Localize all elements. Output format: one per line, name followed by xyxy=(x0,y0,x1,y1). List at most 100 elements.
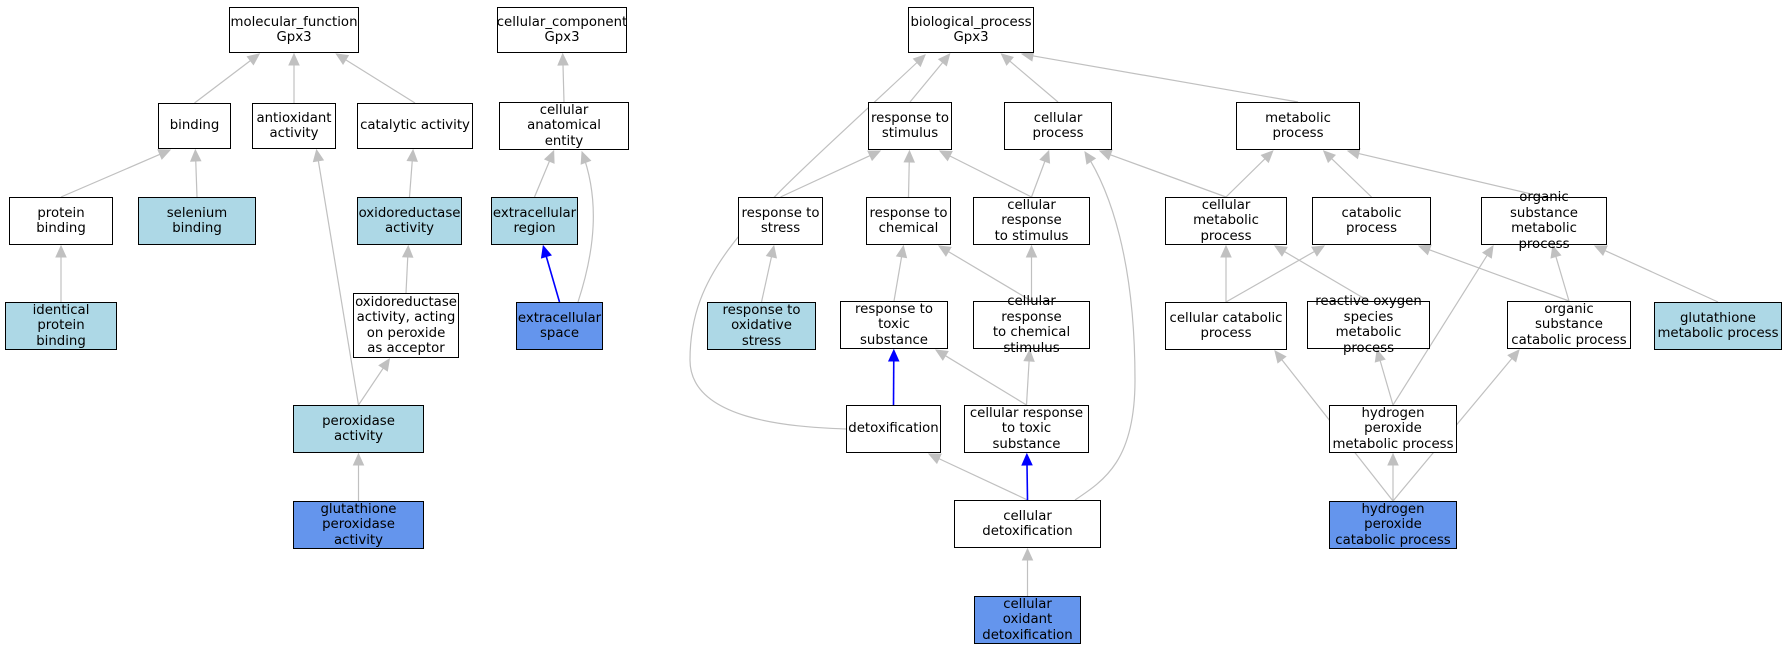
node-cellular-catabolic-process[interactable]: cellular catabolic process xyxy=(1165,302,1287,350)
node-oxidoreductase-peroxide-acceptor[interactable]: oxidoreductase activity, acting on perox… xyxy=(353,293,459,358)
node-hydrogen-peroxide-catabolic-process[interactable]: hydrogen peroxide catabolic process xyxy=(1329,501,1457,549)
edge-respox-to-respstress xyxy=(760,255,773,303)
node-antioxidant-activity[interactable]: antioxidant activity xyxy=(252,103,336,149)
arrowhead-cellmet-to-metproc xyxy=(1260,150,1274,164)
arrowhead-gshmet-to-orgmet xyxy=(1593,245,1608,257)
edge-cellproc-to-bp xyxy=(1008,60,1059,103)
arrowhead-identbind-to-protbind xyxy=(55,244,67,258)
node-response-to-stimulus[interactable]: response to stimulus xyxy=(868,102,952,150)
arrowhead-h2o2catab-to-cellcatab xyxy=(1274,350,1287,364)
node-glutathione-metabolic-process[interactable]: glutathione metabolic process xyxy=(1654,302,1782,350)
node-cellular-response-to-chemical-stimulus[interactable]: cellular response to chemical stimulus xyxy=(973,294,1090,356)
node-selenium-binding[interactable]: selenium binding xyxy=(138,197,256,245)
edge-respstress-to-respstim xyxy=(780,154,872,198)
arrowhead-orgcatab-to-catab xyxy=(1417,244,1432,256)
edge-selbind-to-binding xyxy=(195,159,198,198)
node-organic-substance-catabolic-process[interactable]: organic substance catabolic process xyxy=(1507,301,1631,349)
node-cellular-process[interactable]: cellular process xyxy=(1004,102,1112,150)
node-organic-substance-metabolic-process[interactable]: organic substance metabolic process xyxy=(1481,190,1607,252)
arrowhead-cellresptox-to-resptox xyxy=(934,349,949,361)
node-cellular-anatomical-entity[interactable]: cellular anatomical entity xyxy=(499,102,629,150)
node-extracellular-space[interactable]: extracellular space xyxy=(516,302,603,350)
arrowhead-antiox-to-mf xyxy=(288,52,300,66)
arrowhead-selbind-to-binding xyxy=(189,148,202,162)
edge-extspace-to-anat xyxy=(577,151,594,303)
node-oxidoreductase-activity[interactable]: oxidoreductase activity xyxy=(357,197,462,245)
arrowhead-respstress-to-respstim xyxy=(867,150,882,162)
arrowhead-oxred-to-catalytic xyxy=(406,148,418,162)
arrowhead-cellrespstim-to-cellproc xyxy=(1039,149,1051,164)
node-peroxidase-activity[interactable]: peroxidase activity xyxy=(293,405,424,453)
arrowhead-extspace-to-extreg xyxy=(540,244,553,259)
arrowhead-cellproc-to-bp xyxy=(1000,53,1014,66)
edge-respchem-to-respstim xyxy=(907,160,910,198)
edge-gshmet-to-orgmet xyxy=(1603,249,1719,303)
arrowhead-detox-to-resptox xyxy=(887,348,900,362)
edge-anat-to-cc xyxy=(562,63,565,103)
node-cellular-oxidant-detoxification[interactable]: cellular oxidant detoxification xyxy=(974,596,1081,644)
edge-h2o2met-to-ros xyxy=(1379,359,1394,406)
edge-peroxact-to-oxredperox xyxy=(358,366,385,406)
node-biological-process[interactable]: biological_process Gpx3 xyxy=(908,7,1034,53)
node-response-to-stress[interactable]: response to stress xyxy=(738,197,823,245)
arrowhead-respstim-to-bp xyxy=(937,53,951,67)
arrowhead-resptox-to-respchem xyxy=(895,244,908,259)
edge-cellrespstim-to-respstim xyxy=(948,154,1032,198)
arrowhead-peroxact-to-antiox xyxy=(312,148,325,163)
arrowhead-respox-to-respstress xyxy=(765,244,778,259)
arrowhead-cellrespstim-to-respstim xyxy=(938,150,953,162)
node-cellular-component[interactable]: cellular_component Gpx3 xyxy=(497,7,627,53)
node-cellular-metabolic-process[interactable]: cellular metabolic process xyxy=(1165,197,1287,245)
arrowhead-cellrespchem-to-respchem xyxy=(937,245,952,257)
edge-oxred-to-catalytic xyxy=(408,159,413,198)
arrowhead-h2o2met-to-ros xyxy=(1374,348,1386,363)
edge-celldetox-to-cellresptox xyxy=(1026,463,1029,501)
node-identical-protein-binding[interactable]: identical protein binding xyxy=(5,302,117,350)
edge-binding-to-mf xyxy=(194,59,252,104)
node-hydrogen-peroxide-metabolic-process[interactable]: hydrogen peroxide metabolic process xyxy=(1329,405,1457,453)
node-binding[interactable]: binding xyxy=(158,103,231,149)
arrowhead-oxredperox-to-oxred xyxy=(401,244,414,258)
node-detoxification[interactable]: detoxification xyxy=(846,405,941,453)
node-glutathione-peroxidase-activity[interactable]: glutathione peroxidase activity xyxy=(293,501,424,549)
node-reactive-oxygen-species-metabolic-process[interactable]: reactive oxygen species metabolic proces… xyxy=(1307,294,1430,356)
node-catalytic-activity[interactable]: catalytic activity xyxy=(357,103,473,149)
edge-cellcatab-to-catab xyxy=(1225,250,1316,303)
edge-cellresptox-to-resptox xyxy=(944,354,1027,406)
arrowhead-h2o2met-to-orgmet xyxy=(1481,244,1494,259)
node-cellular-response-to-toxic-substance[interactable]: cellular response to toxic substance xyxy=(964,405,1089,453)
edge-respstim-to-bp xyxy=(909,61,944,103)
arrowhead-cellresptox-to-cellrespchem xyxy=(1023,348,1035,362)
node-response-to-chemical[interactable]: response to chemical xyxy=(866,197,951,245)
node-extracellular-region[interactable]: extracellular region xyxy=(491,197,578,245)
arrowhead-gpxact-to-peroxact xyxy=(352,452,365,466)
arrowhead-respchem-to-respstim xyxy=(903,149,916,163)
arrowhead-binding-to-mf xyxy=(246,53,261,66)
edge-h2o2met-to-orgmet xyxy=(1392,254,1489,406)
arrowhead-ros-to-cellmet xyxy=(1273,245,1288,257)
edge-catalytic-to-mf xyxy=(344,58,416,104)
edge-cellrespstim-to-cellproc xyxy=(1030,160,1046,198)
node-cellular-detoxification[interactable]: cellular detoxification xyxy=(954,500,1101,548)
edge-cellmet-to-metproc xyxy=(1225,157,1267,198)
edge-ros-to-cellmet xyxy=(1283,250,1369,302)
node-catabolic-process[interactable]: catabolic process xyxy=(1312,197,1431,245)
node-molecular-function[interactable]: molecular_function Gpx3 xyxy=(229,7,359,53)
arrowhead-cellrespchem-to-cellrespstim xyxy=(1025,244,1038,258)
edge-cellmet-to-cellproc xyxy=(1109,153,1227,198)
node-metabolic-process[interactable]: metabolic process xyxy=(1236,102,1360,150)
node-protein-binding[interactable]: protein binding xyxy=(9,197,113,245)
edge-metproc-to-bp xyxy=(1031,55,1299,103)
arrowhead-detox-to-bp xyxy=(912,54,926,68)
edge-peroxact-to-antiox xyxy=(317,159,360,406)
arrowhead-celldetox-to-detox xyxy=(927,453,942,465)
edge-cellresptox-to-cellrespchem xyxy=(1025,359,1030,406)
node-cellular-response-to-stimulus[interactable]: cellular response to stimulus xyxy=(973,197,1090,245)
arrowhead-orgmet-to-metproc xyxy=(1346,148,1361,160)
node-response-to-toxic-substance[interactable]: response to toxic substance xyxy=(840,301,948,349)
edge-orgmet-to-metproc xyxy=(1357,152,1545,198)
edge-celldetox-to-cellproc xyxy=(1074,151,1136,501)
node-response-to-oxidative-stress[interactable]: response to oxidative stress xyxy=(707,302,816,350)
arrowhead-extreg-to-anat xyxy=(543,149,555,164)
